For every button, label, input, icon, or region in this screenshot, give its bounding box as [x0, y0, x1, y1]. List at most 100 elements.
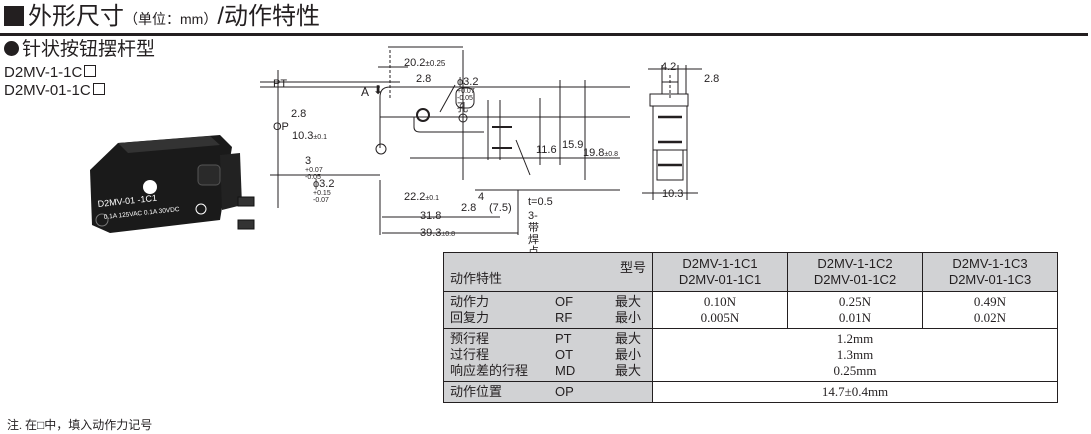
tol-plus: +0.07 — [305, 167, 323, 174]
model-code-2: D2MV-01-1C — [4, 82, 105, 100]
row-name: 动作力 — [450, 294, 490, 309]
dim-value: ϕ3.2 — [313, 178, 335, 190]
dim-2-8-top: 2.8 — [416, 73, 432, 85]
op-label: OP — [273, 121, 289, 133]
corner-cell: 型号 动作特性 — [443, 252, 653, 292]
tol-plus: +0.15 — [313, 190, 331, 197]
switch-side — [220, 153, 242, 210]
label-line: 响应差的行程 MD 最大 — [444, 363, 652, 379]
tol-minus: -0.07 — [313, 197, 329, 204]
dim-2-8: 2.8 — [704, 73, 720, 85]
cell-value: 0.25N — [838, 294, 872, 309]
pivot-mark-icon — [416, 108, 430, 122]
title-divider — [0, 33, 1088, 36]
dim-31-8: 31.8 — [420, 210, 442, 222]
cell-value: 0.01N — [838, 310, 872, 325]
dim-11-6: 11.6 — [536, 144, 557, 156]
row-code: OP — [555, 384, 574, 399]
subtitle-text: 针状按钮摆杆型 — [22, 39, 156, 60]
table-cell: 14.7±0.4mm — [652, 381, 1058, 403]
label-line: 动作位置 OP — [444, 384, 652, 400]
mount-hole-icon — [143, 180, 157, 194]
row-code: OT — [555, 347, 574, 362]
model-name: D2MV-1-1C2 — [817, 256, 893, 271]
a-label: A — [361, 85, 370, 99]
dim-tol: ±0.25 — [425, 59, 446, 68]
corner-hole-icon — [95, 213, 109, 227]
model-name: D2MV-1-1C3 — [952, 256, 1028, 271]
row-name: 预行程 — [450, 331, 490, 346]
placeholder-box-icon — [92, 83, 105, 95]
lever-pivot — [197, 164, 221, 186]
dim-4: 4 — [478, 191, 485, 203]
row-limit: 最大 — [615, 363, 642, 378]
dim-value: 39.3 — [420, 227, 442, 239]
dim-tol: +0.07-0.05 — [457, 88, 475, 102]
title-text: 外形尺寸 — [28, 3, 124, 30]
dim-tol: ±0.8 — [441, 231, 455, 238]
dim-tol: +0.15-0.07 — [313, 190, 331, 204]
row-limit: 最小 — [615, 347, 642, 362]
cell-value: 1.3mm — [836, 347, 874, 362]
cell-value: 0.49N — [973, 294, 1007, 309]
title-suffix: /动作特性 — [217, 3, 320, 30]
dim-15-9: 15.9 — [562, 139, 584, 151]
tol-minus: -0.05 — [305, 174, 321, 181]
row-label: 动作位置 OP — [443, 381, 653, 403]
section-subtitle: 针状按钮摆杆型 — [4, 38, 155, 62]
dim-2-8-left: 2.8 — [291, 108, 307, 120]
circle-bullet-icon — [4, 41, 19, 56]
row-name: 回复力 — [450, 310, 490, 325]
row-label: 预行程 PT 最大 过行程 OT 最小 响应差的行程 MD 最大 — [443, 328, 653, 382]
tol-plus: +0.07 — [457, 88, 475, 95]
row-limit: 最大 — [615, 331, 642, 346]
corner-top-label: 型号 — [619, 260, 646, 275]
dim-20-2: 20.2±0.25 — [404, 57, 445, 70]
dim-19-8: 19.8±0.8 — [583, 147, 618, 161]
page-title: 外形尺寸（单位：mm）/动作特性 — [4, 2, 320, 34]
terminal-icon — [237, 196, 255, 207]
cell-value: 1.2mm — [836, 331, 874, 346]
cell-value: 0.02N — [973, 310, 1007, 325]
dim-4-2: 4.2 — [661, 61, 677, 73]
cell-value: 0.005N — [700, 310, 740, 325]
dim-2-8-bottom: 2.8 — [461, 202, 477, 214]
dim-10-3: 10.3 — [662, 188, 684, 200]
footnote: 注. 在□中，填入动作力记号 — [7, 418, 153, 432]
dim-tol: ±0.8 — [604, 151, 618, 158]
pin-dimension: ϕ3.2+0.15-0.07 — [313, 178, 334, 204]
row-code: MD — [555, 363, 576, 378]
model-code-text: D2MV-01-1C — [4, 82, 91, 99]
row-name: 过行程 — [450, 347, 490, 362]
dim-39-3: 39.3±0.8 — [420, 227, 455, 241]
model-code-text: D2MV-1-1C — [4, 64, 83, 81]
dim-7-5: (7.5) — [489, 202, 512, 214]
placeholder-box-icon — [84, 65, 97, 77]
dim-value: 19.8 — [583, 147, 605, 159]
dim-value: 3 — [305, 155, 312, 167]
model-name: D2MV-1-1C1 — [682, 256, 758, 271]
row-name: 响应差的行程 — [450, 363, 529, 378]
row-code: PT — [555, 331, 572, 346]
row-code: OF — [555, 294, 574, 309]
row-code: RF — [555, 310, 573, 325]
product-image: D2MV-01 -1C1 0.1A 125VAC 0.1A 30VDC — [90, 135, 255, 233]
model-name: D2MV-01-1C1 — [678, 272, 762, 287]
dim-value: 10.3 — [292, 130, 314, 142]
dim-3: 3+0.07-0.05 — [305, 155, 323, 181]
dim-tol: ±0.1 — [313, 134, 327, 141]
model-name: D2MV-01-1C3 — [948, 272, 1032, 287]
row-name: 动作位置 — [450, 384, 503, 399]
terminal-icon — [237, 219, 255, 230]
dim-value: ϕ3.2 — [457, 76, 479, 88]
hole-suffix: 孔 — [457, 102, 468, 114]
